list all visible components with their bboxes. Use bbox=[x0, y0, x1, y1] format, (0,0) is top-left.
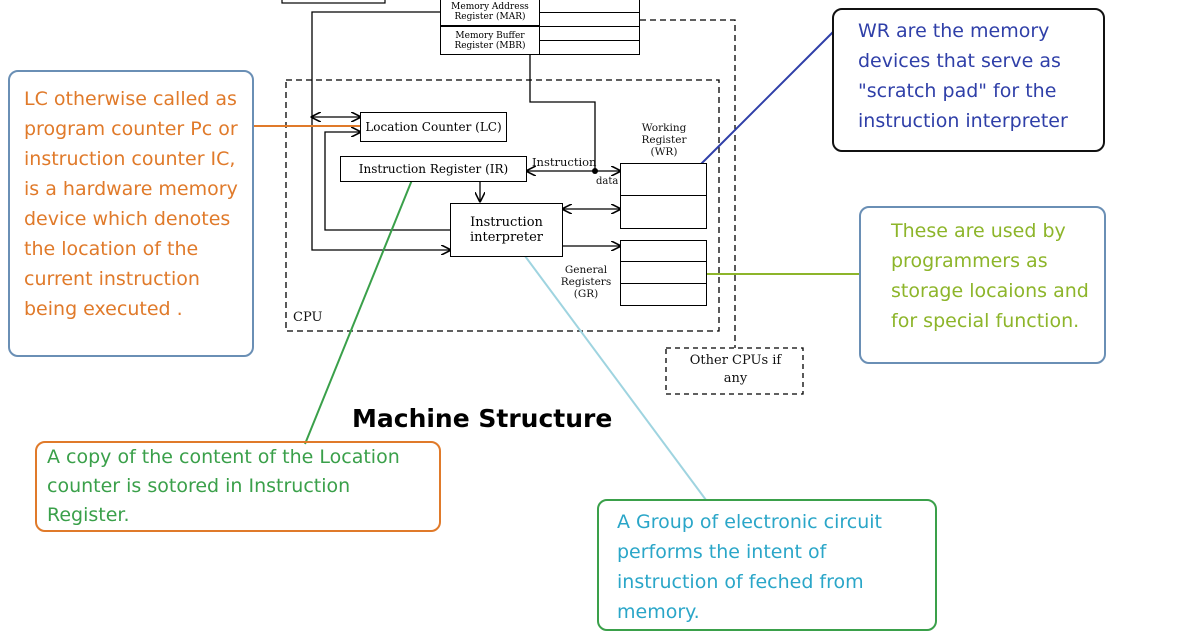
callout-line: program counter Pc or bbox=[24, 118, 238, 140]
cpu-boundary bbox=[285, 79, 720, 332]
callout-line: Register. bbox=[47, 504, 130, 526]
other-cpus-label: Other CPUs if any bbox=[689, 353, 782, 386]
instruction-interpreter: Instruction interpreter bbox=[450, 203, 563, 257]
instruction-wire-label: Instruction bbox=[532, 155, 597, 169]
callout-line: counter is sotored in Instruction bbox=[47, 475, 351, 497]
callout-instruction-interpreter: A Group of electronic circuit performs t… bbox=[597, 499, 937, 631]
callout-location-counter: LC otherwise called as program counter P… bbox=[8, 70, 254, 357]
callout-line: being executed . bbox=[24, 298, 183, 320]
callout-line: WR are the memory bbox=[858, 20, 1050, 42]
general-registers bbox=[620, 240, 707, 306]
callout-general-registers: These are used by programmers as storage… bbox=[859, 206, 1106, 364]
location-counter-label: Location Counter (LC) bbox=[365, 120, 502, 134]
callout-line: current instruction bbox=[24, 268, 200, 290]
instruction-interpreter-label: Instruction interpreter bbox=[469, 215, 544, 245]
callout-line: A copy of the content of the Location bbox=[47, 446, 400, 468]
callout-line: for special function. bbox=[891, 310, 1080, 332]
other-cpus-box bbox=[665, 347, 804, 395]
general-register-divider-1 bbox=[620, 261, 707, 262]
callout-line: A Group of electronic circuit bbox=[617, 511, 882, 533]
callout-working-register: WR are the memory devices that serve as … bbox=[832, 8, 1105, 152]
working-register-divider bbox=[620, 195, 707, 196]
callout-line: These are used by bbox=[891, 220, 1066, 242]
callout-instruction-register: A copy of the content of the Location co… bbox=[35, 441, 441, 532]
cpu-label: CPU bbox=[293, 310, 323, 325]
mar-register: Memory Address Register (MAR) bbox=[440, 0, 540, 26]
mar-data-cells bbox=[540, 0, 640, 55]
general-registers-label: General Registers (GR) bbox=[560, 264, 612, 300]
callout-line: "scratch pad" for the bbox=[858, 80, 1057, 102]
location-counter: Location Counter (LC) bbox=[360, 112, 507, 142]
callout-line: device which denotes bbox=[24, 208, 231, 230]
callout-line: instruction of feched from bbox=[617, 571, 864, 593]
instruction-register-label: Instruction Register (IR) bbox=[358, 162, 509, 176]
callout-line: devices that serve as bbox=[858, 50, 1061, 72]
mbr-cell-divider bbox=[540, 26, 640, 27]
working-register bbox=[620, 163, 707, 229]
mbr-register: Memory Buffer Register (MBR) bbox=[440, 26, 540, 55]
diagram-title: Machine Structure bbox=[352, 404, 613, 433]
data-wire-label: data bbox=[596, 176, 619, 187]
callout-line: programmers as bbox=[891, 250, 1048, 272]
callout-line: the location of the bbox=[24, 238, 199, 260]
callout-line: is a hardware memory bbox=[24, 178, 238, 200]
mar-cell-divider bbox=[540, 12, 640, 13]
callout-line: instruction interpreter bbox=[858, 110, 1068, 132]
instruction-register: Instruction Register (IR) bbox=[340, 156, 527, 182]
callout-line: LC otherwise called as bbox=[24, 88, 237, 110]
mar-label: Memory Address Register (MAR) bbox=[451, 2, 529, 22]
mbr-label: Memory Buffer Register (MBR) bbox=[454, 30, 526, 51]
working-register-label: Working Register (WR) bbox=[641, 122, 687, 158]
general-register-divider-2 bbox=[620, 283, 707, 284]
mbr-cell-divider-2 bbox=[540, 40, 640, 41]
callout-line: memory. bbox=[617, 601, 700, 623]
callout-line: storage locaions and bbox=[891, 280, 1089, 302]
callout-line: instruction counter IC, bbox=[24, 148, 236, 170]
callout-line: performs the intent of bbox=[617, 541, 827, 563]
